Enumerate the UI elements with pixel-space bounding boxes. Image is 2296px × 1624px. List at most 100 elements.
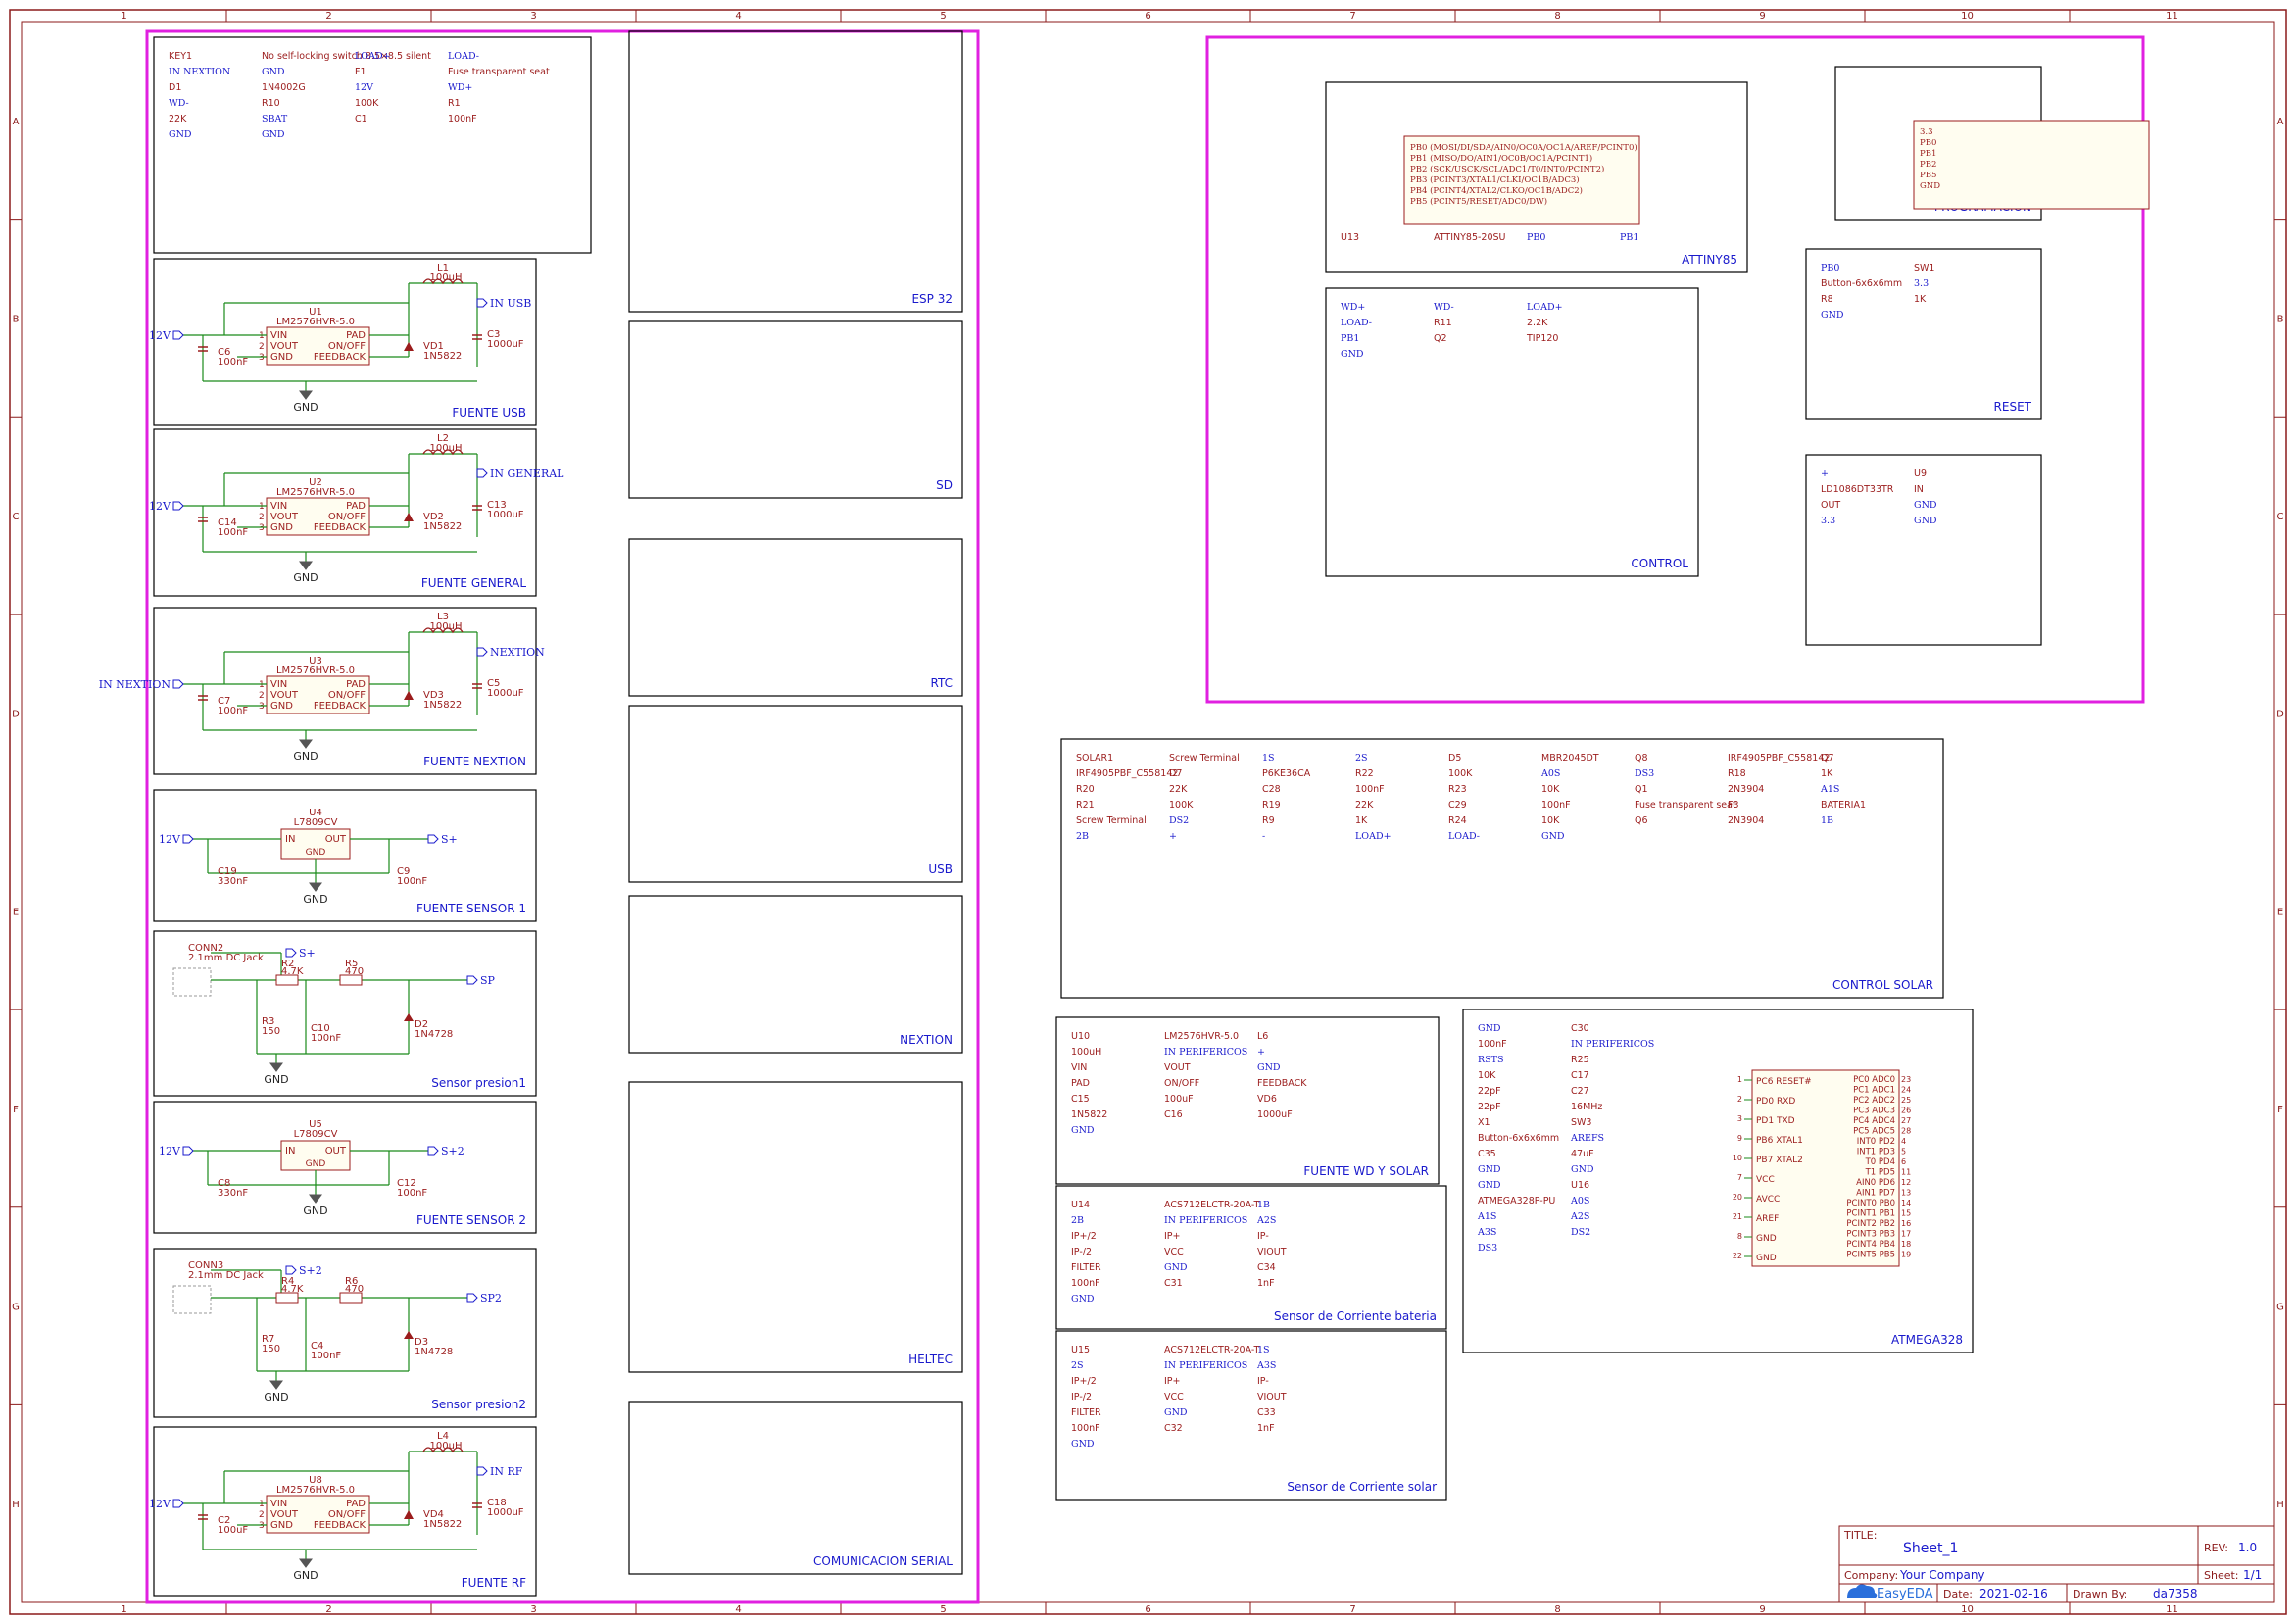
row-marker: B [2277,314,2284,324]
ic-body [1913,120,2150,210]
net-label: GND [262,67,285,77]
part-label: R10 [262,98,280,109]
ref: C9 [397,866,410,877]
net-label: A3S [1477,1227,1496,1238]
part-label: FEEDBACK [1257,1078,1307,1089]
part-label: 22pF [1478,1086,1501,1097]
part-label: FILTER [1071,1262,1101,1273]
net-port-icon [182,1146,194,1156]
net-label: WD+ [448,82,472,93]
block-serial: COMUNICACION SERIAL [628,1401,963,1575]
part-label: 10K [1541,784,1560,795]
pin-name: FEEDBACK [314,1520,366,1531]
net-label: IN PERIFERICOS [1164,1215,1247,1226]
value: LM2576HVR-5.0 [276,487,355,498]
block-fgen: FUENTE GENERALU2LM2576HVR-5.0VIN1VOUT2GN… [149,428,564,597]
value: 100uH [430,272,463,283]
row-marker: D [2276,710,2284,720]
gnd-label: GND [293,401,318,414]
group-frame-right [1205,35,2145,704]
title-block-frame [1838,1525,2275,1603]
part-label: C29 [1448,800,1467,811]
value: 100uH [430,621,463,632]
block-title: HELTEC [908,1353,953,1366]
part-label: LM2576HVR-5.0 [1164,1031,1239,1042]
part-label: C35 [1478,1149,1496,1159]
regulator-ic [266,675,370,714]
part-label: PAD [1071,1078,1090,1089]
ref: C2 [218,1515,230,1526]
pin-num: 17 [1901,1230,1911,1239]
net-label: LOAD+ [1355,831,1392,842]
ref: C6 [218,347,230,358]
block-frame [1805,454,2042,646]
ref: VD4 [423,1509,444,1520]
regulator-ic [266,1495,370,1534]
block-frame [153,1426,537,1597]
net-port-icon [427,834,439,844]
part-label: 1000uF [1257,1109,1293,1120]
net-label: GND [1914,500,1937,511]
pin-name: PAD [346,330,366,341]
pin-name: AVCC [1756,1195,1780,1205]
net-label: 3.3 [1821,516,1835,526]
net-label: 12V [159,1145,181,1157]
block-frame [628,1081,963,1373]
ref: D3 [415,1337,428,1348]
column-marker: 11 [2166,1604,2178,1615]
value: 100uH [430,443,463,454]
block-title: FUENTE GENERAL [421,576,526,590]
part-label: 1K [1355,815,1368,826]
part-label: 100uH [1071,1047,1101,1058]
value: 150 [262,1344,280,1354]
pin-name: PB4 (PCINT4/XTAL2/CLKO/OC1B/ADC2) [1410,185,1583,196]
net-label: + [1821,468,1829,479]
block-title: CONTROL SOLAR [1832,978,1933,992]
net-port-icon [476,1466,488,1476]
part-label: SW1 [1914,263,1934,273]
ref: C13 [487,500,507,511]
block-frame [628,320,963,499]
net-label: PB1 [1341,333,1359,344]
pin-name: PB5 (PCINT5/RESET/ADC0/DW) [1410,196,1547,207]
row-marker: C [2277,512,2284,522]
part-label: IP+/2 [1071,1231,1097,1242]
row-marker: C [13,512,20,522]
net-label: + [1257,1047,1265,1058]
value: 470 [345,1284,364,1295]
net-port-icon [182,834,194,844]
value: 1N5822 [423,351,462,362]
block-frame [153,258,537,426]
pin-name: PB1 (MISO/DO/AIN1/OC0B/OC1A/PCINT1) [1410,153,1592,164]
pin-num: 24 [1901,1086,1911,1095]
diode-icon [404,1510,414,1519]
net-label: RSTS [1478,1055,1504,1065]
regulator-ic [266,326,370,366]
block-frame [153,428,537,597]
block-frame [153,1248,537,1418]
net-label: 3.3 [1914,278,1929,289]
ref: C19 [218,866,237,877]
value: 1000uF [487,1507,524,1518]
value: 1N5822 [423,521,462,532]
ic-body [1403,135,1640,225]
part-label: C32 [1164,1423,1183,1434]
net-label: IN PERIFERICOS [1164,1047,1247,1058]
part-label: Q6 [1635,815,1648,826]
part-label: C27 [1571,1086,1589,1097]
pin-name: PC6 RESET# [1756,1077,1812,1087]
part-label: R18 [1728,768,1746,779]
part-label: 10K [1478,1070,1496,1081]
net-label: AREFS [1570,1133,1604,1144]
part-label: D7 [1169,768,1182,779]
pin-name: VIN [270,501,287,512]
net-port-icon [427,1146,439,1156]
net-label: 12V [149,329,171,342]
pin-name: PC1 ADC1 [1853,1086,1895,1096]
block-title: COMUNICACION SERIAL [813,1554,953,1568]
net-label: LOAD- [448,51,479,62]
pin-name: VOUT [270,512,299,522]
